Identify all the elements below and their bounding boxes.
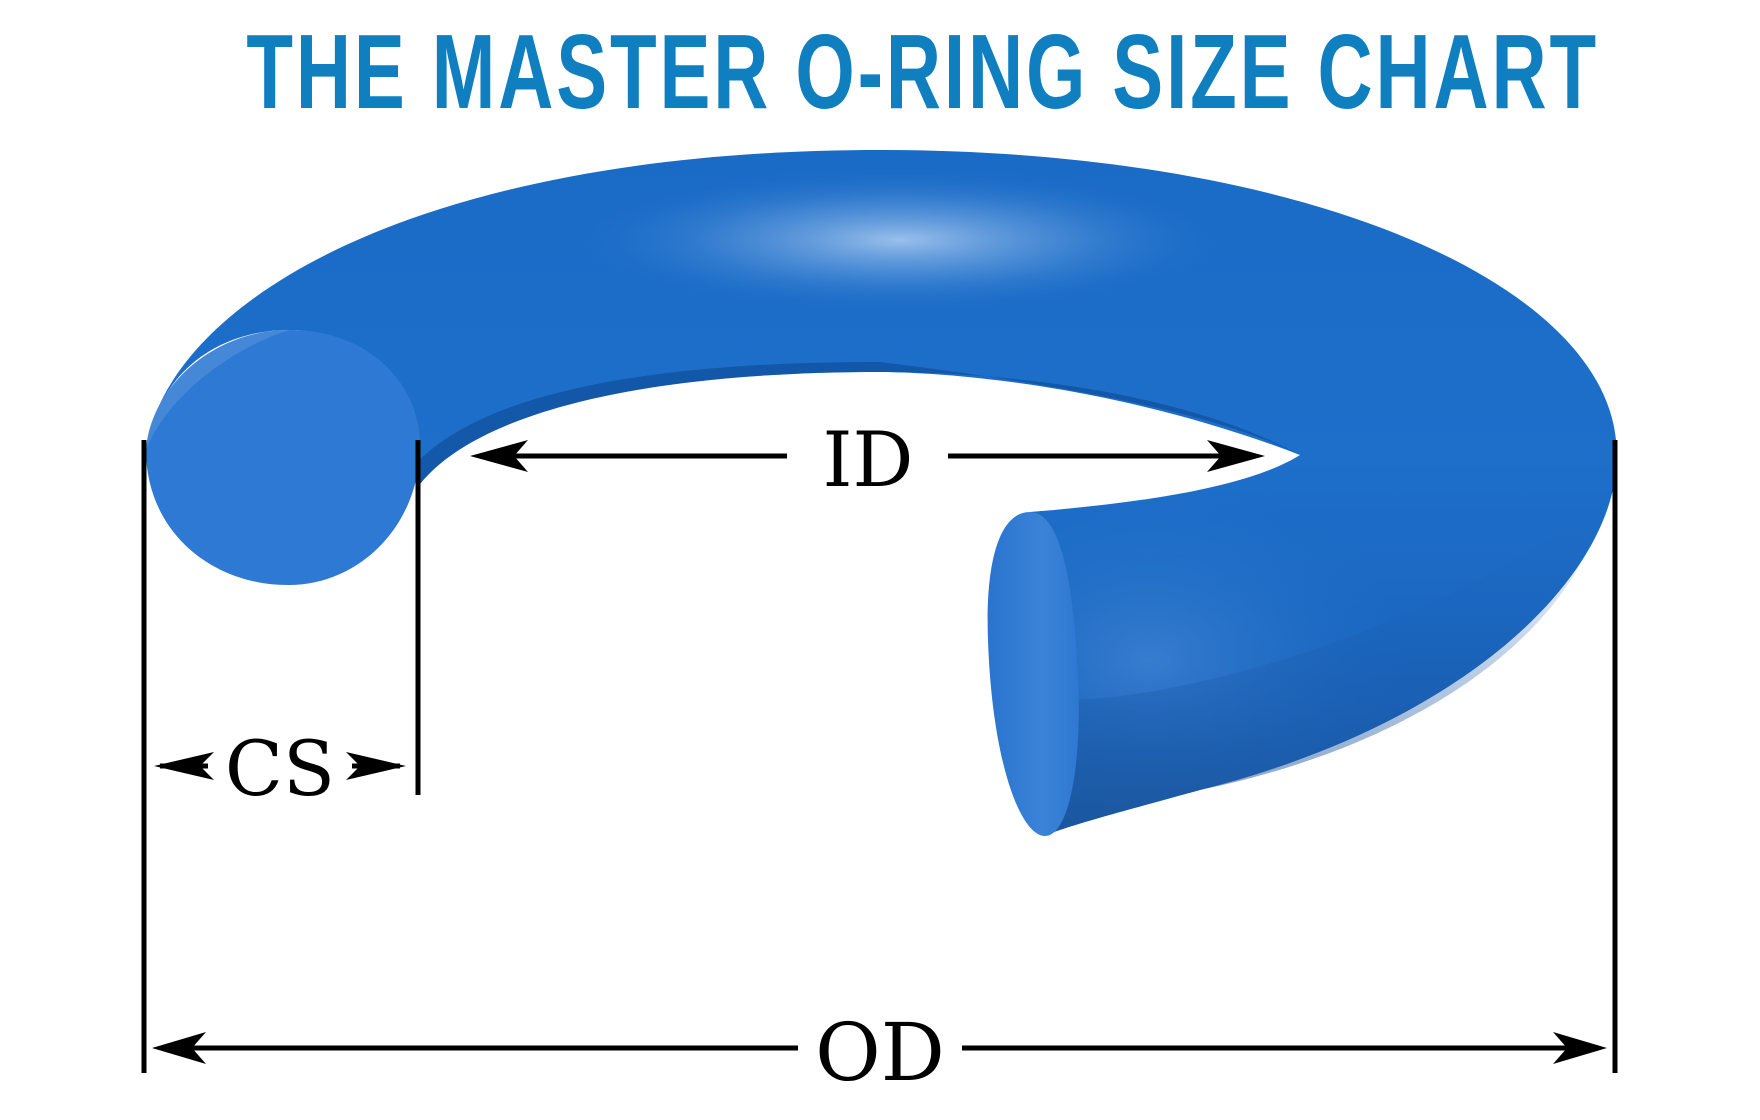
left-cut-face-shape [146,330,420,585]
id-label: ID [823,415,914,504]
cs-label: CS [225,724,335,813]
left-cut-face [146,330,420,585]
body-bottom-shade [1045,500,1605,836]
dimension-lines [141,440,1618,1073]
dimension-arrow-icon [154,752,214,780]
page-title: THE MASTER O-RING SIZE CHART [246,13,1600,131]
od-label: OD [815,1006,945,1099]
dimension-arrow-icon [1207,440,1265,472]
arrowheads [152,440,1607,1064]
dimension-arrow-icon [346,752,406,780]
o-ring-body [146,150,1617,836]
dimension-arrow-icon [470,440,528,472]
ring-highlight [146,150,1616,484]
dimension-arrow-icon [1553,1032,1607,1064]
right-cut-face [987,512,1079,836]
dimension-arrow-icon [152,1032,206,1064]
right-cut-face-shape [987,512,1079,836]
